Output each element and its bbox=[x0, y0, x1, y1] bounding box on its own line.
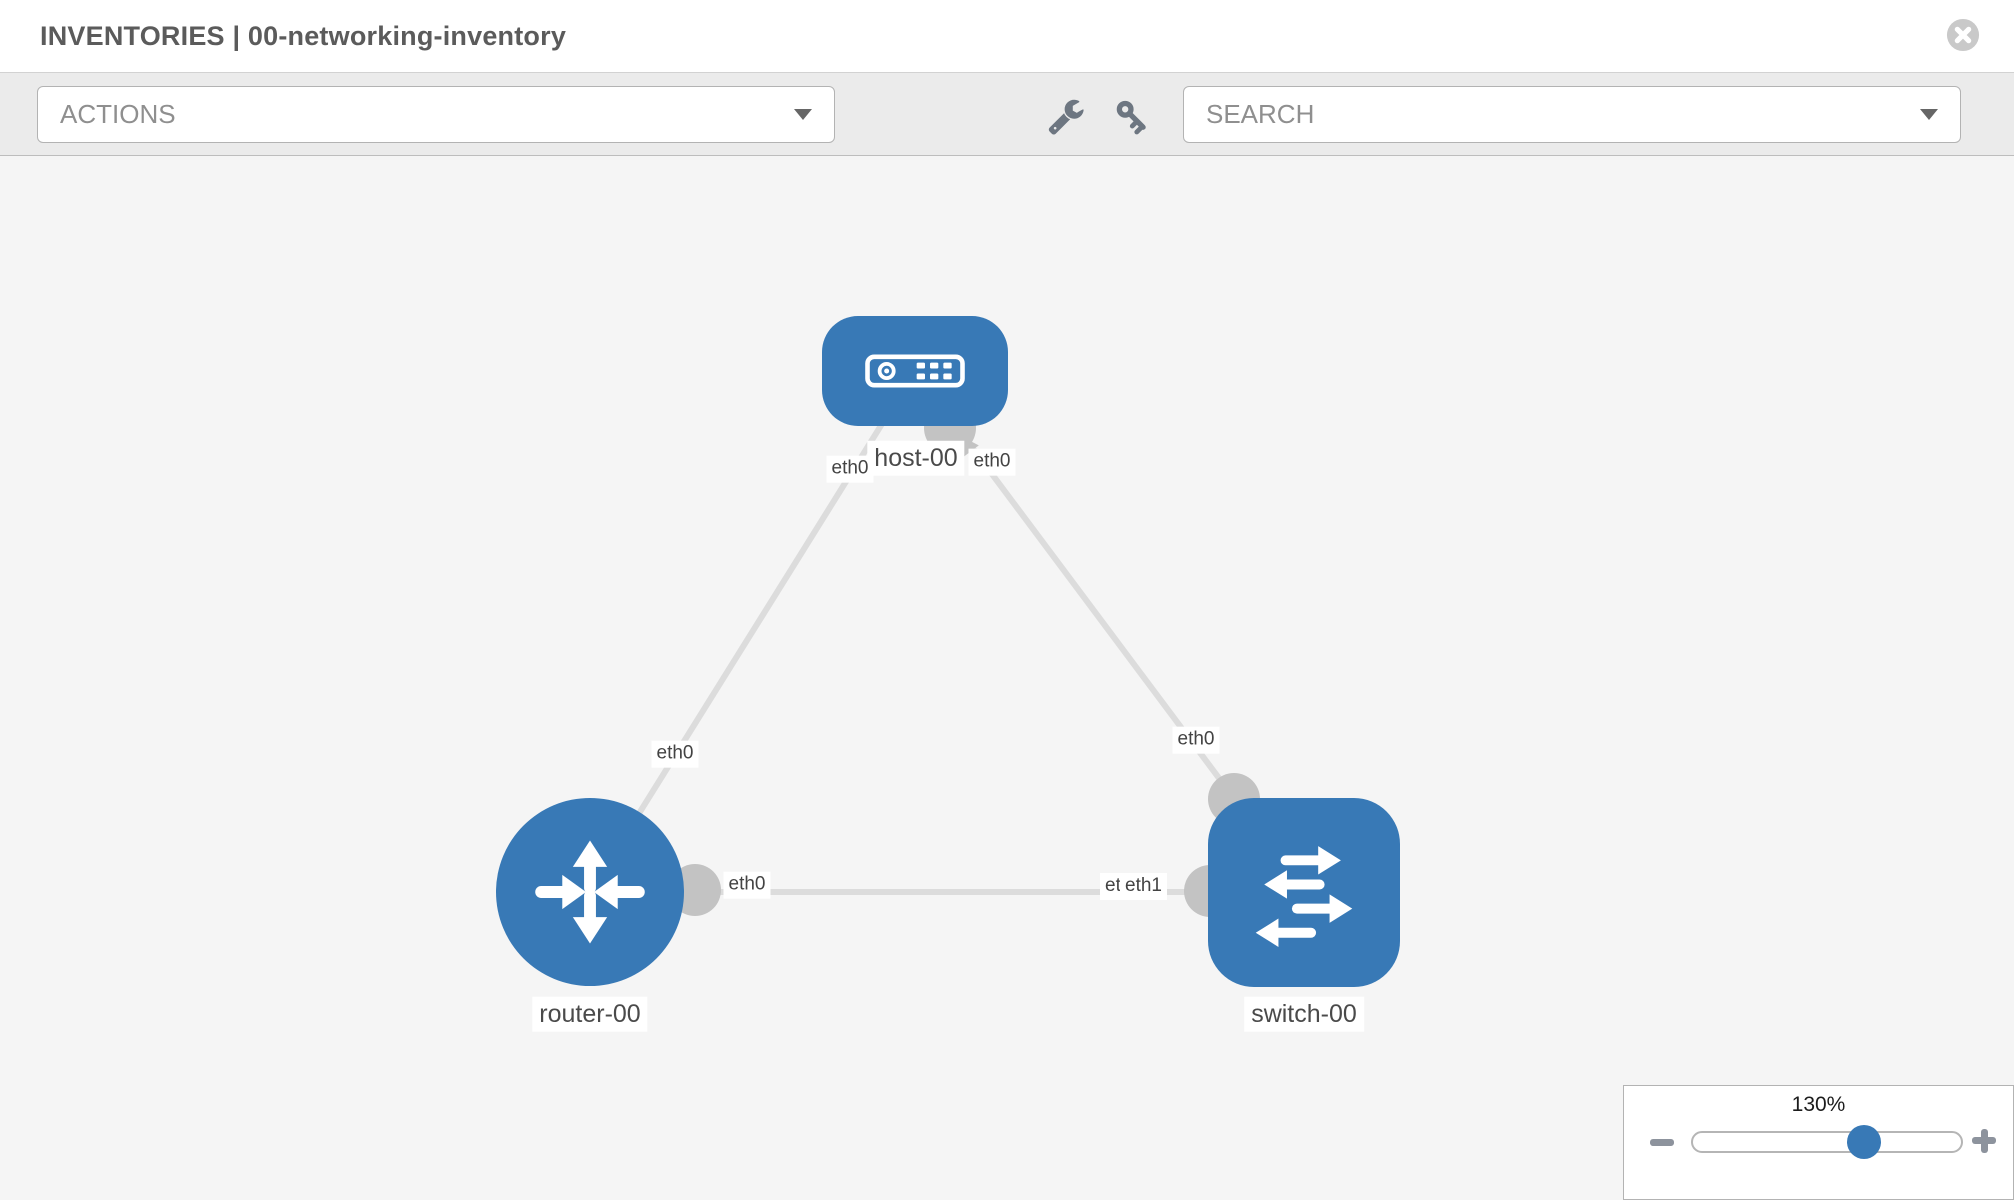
actions-dropdown-label: ACTIONS bbox=[60, 99, 176, 129]
node-label-host: host-00 bbox=[867, 440, 965, 476]
zoom-in-button[interactable] bbox=[1970, 1126, 1998, 1154]
minus-icon bbox=[1650, 1139, 1674, 1146]
switch-arrows-icon bbox=[1255, 845, 1353, 947]
zoom-panel: 130% bbox=[1623, 1085, 2014, 1200]
links-layer bbox=[587, 369, 1307, 917]
close-button[interactable] bbox=[1946, 18, 1980, 52]
page-title: INVENTORIES | 00-networking-inventory bbox=[40, 20, 567, 51]
port-label-switch-eth0-top: eth0 bbox=[1172, 726, 1220, 754]
chevron-down-icon bbox=[1920, 109, 1938, 120]
port-label-host-eth0-left: eth0 bbox=[826, 455, 874, 483]
zoom-out-button[interactable] bbox=[1648, 1128, 1676, 1156]
close-icon bbox=[1946, 18, 1980, 52]
configure-button[interactable] bbox=[1046, 97, 1086, 137]
port-label-switch-eth1-left: eth1 bbox=[1120, 873, 1167, 900]
router-arrows-icon bbox=[535, 840, 645, 944]
header: INVENTORIES | 00-networking-inventory bbox=[0, 0, 2014, 72]
port-label-router-eth0-right: eth0 bbox=[723, 871, 771, 899]
port-label-router-eth0-uplink: eth0 bbox=[651, 740, 699, 768]
credentials-button[interactable] bbox=[1114, 97, 1154, 137]
topology-canvas[interactable]: host-00 router-00 switch-00 eth0 eth0 et… bbox=[0, 156, 2014, 1200]
port-label-host-eth0-right: eth0 bbox=[968, 448, 1016, 476]
server-icon bbox=[865, 354, 965, 388]
wrench-icon bbox=[1048, 99, 1084, 135]
key-icon bbox=[1116, 100, 1146, 135]
actions-dropdown[interactable]: ACTIONS bbox=[37, 86, 835, 143]
node-label-router: router-00 bbox=[532, 996, 648, 1032]
zoom-level: 130% bbox=[1791, 1093, 1846, 1116]
node-host-00[interactable] bbox=[822, 316, 1008, 426]
node-label-switch: switch-00 bbox=[1244, 996, 1364, 1032]
zoom-slider-handle[interactable] bbox=[1847, 1125, 1881, 1159]
search-dropdown[interactable]: SEARCH bbox=[1183, 86, 1961, 143]
node-switch-00[interactable] bbox=[1208, 798, 1400, 987]
chevron-down-icon bbox=[794, 109, 812, 120]
node-router-00[interactable] bbox=[496, 798, 684, 986]
toolbar: ACTIONS SEARCH bbox=[0, 72, 2014, 156]
search-dropdown-label: SEARCH bbox=[1206, 99, 1315, 129]
zoom-slider-track[interactable] bbox=[1691, 1125, 1963, 1159]
